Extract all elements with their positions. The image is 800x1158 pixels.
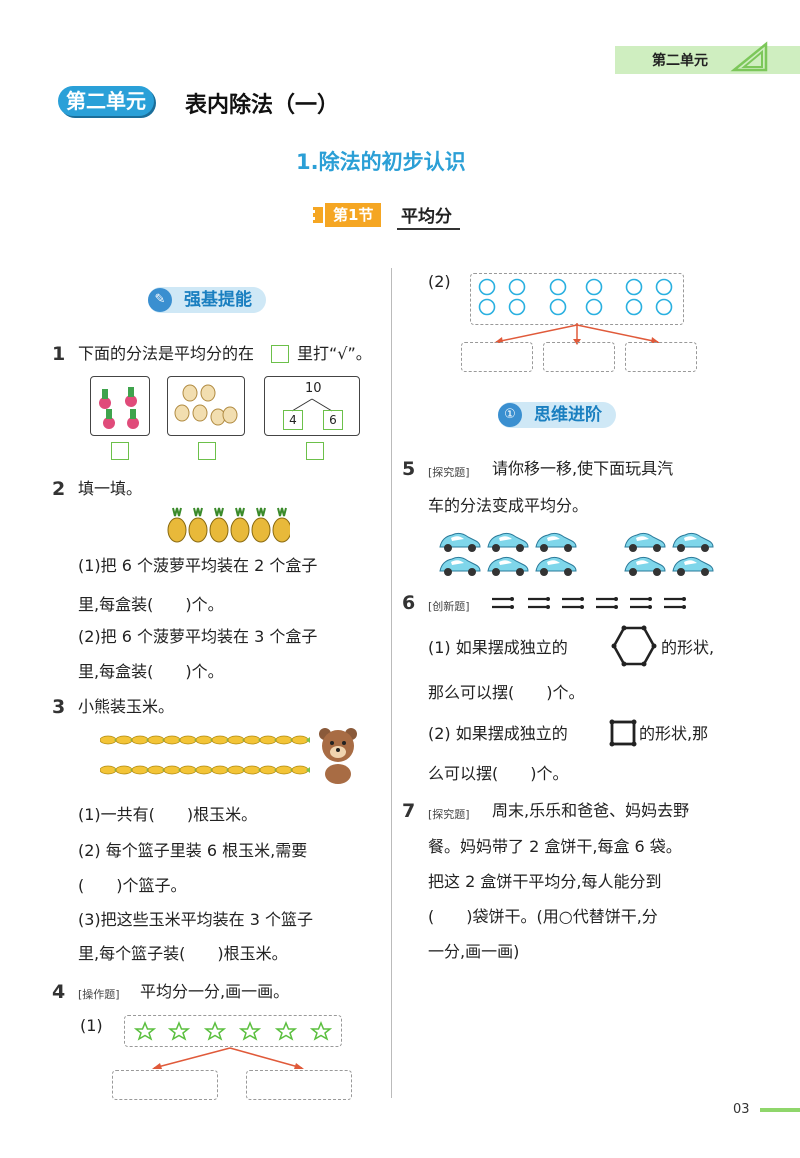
q1-inline-box — [271, 345, 289, 363]
q6-part2-c: 么可以摆( )个。 — [428, 764, 569, 783]
radish-icon — [99, 387, 139, 429]
triangle-ruler-icon — [730, 41, 768, 72]
page-number: 03 — [733, 1102, 750, 1117]
q7-line3: 把这 2 盒饼干平均分,每人能分到 — [428, 872, 662, 891]
q4-part2-label: (2) — [428, 272, 451, 291]
q1-text-2: 里打“√”。 — [297, 344, 372, 363]
q5-number: 5 — [402, 458, 416, 480]
q7-line1: 周末,乐乐和爸爸、妈妈去野 — [492, 801, 690, 820]
split-diagram-picture: 10 4 6 — [264, 376, 360, 436]
q3-text: 小熊装玉米。 — [78, 697, 175, 716]
q3-part3-line1: (3)把这些玉米平均装在 3 个篮子 — [78, 910, 314, 929]
star-icon — [133, 1021, 333, 1041]
square-icon — [609, 719, 637, 747]
split-lines-icon — [291, 398, 333, 412]
q2-part1-line1: (1)把 6 个菠萝平均装在 2 个盒子 — [78, 556, 318, 575]
q7-tag: [探究题] — [428, 808, 470, 821]
q6-part2-a: (2) 如果摆成独立的 — [428, 724, 568, 743]
q7-number: 7 — [402, 800, 416, 822]
q1-answer-box-1[interactable] — [111, 442, 129, 460]
hexagon-icon — [611, 625, 657, 667]
q7-line5: 一分,画一画) — [428, 942, 520, 961]
toy-car-icon — [439, 532, 714, 577]
pear-icon — [174, 384, 238, 426]
corn-icon — [100, 735, 311, 775]
q4-number: 4 — [52, 981, 66, 1003]
q4-1-answer-box-left[interactable] — [112, 1070, 218, 1100]
q6-part1-a: (1) 如果摆成独立的 — [428, 638, 568, 657]
q5-text-line2: 车的分法变成平均分。 — [428, 496, 589, 515]
q6-part1-c: 那么可以摆( )个。 — [428, 683, 585, 702]
lesson-title: 1.除法的初步认识 — [296, 150, 466, 174]
q1-answer-box-3[interactable] — [306, 442, 324, 460]
q1-answer-box-2[interactable] — [198, 442, 216, 460]
split-part-a: 4 — [283, 410, 303, 430]
q4-part1-label: (1) — [80, 1016, 103, 1035]
circle-icon — [478, 278, 673, 316]
q3-part2-line1: (2) 每个篮子里装 6 根玉米,需要 — [78, 841, 308, 860]
q4-2-answer-box-2[interactable] — [543, 342, 615, 372]
q2-part2-line2: 里,每盒装( )个。 — [78, 662, 224, 681]
radish-picture — [90, 376, 150, 436]
split-part-b: 6 — [323, 410, 343, 430]
column-divider — [391, 268, 392, 1098]
q3-number: 3 — [52, 696, 66, 718]
bear-icon — [319, 728, 357, 784]
q6-part1-b: 的形状, — [661, 638, 715, 657]
q4-1-answer-box-right[interactable] — [246, 1070, 352, 1100]
q4-2-answer-box-1[interactable] — [461, 342, 533, 372]
q6-part2-b: 的形状,那 — [639, 724, 709, 743]
q3-part2-line2: ( )个篮子。 — [78, 876, 187, 895]
q5-tag: [探究题] — [428, 466, 470, 479]
split-arrows-icon — [152, 1047, 304, 1069]
split-total: 10 — [305, 381, 322, 396]
q4-tag: [操作题] — [78, 988, 120, 1001]
q6-number: 6 — [402, 592, 416, 614]
q4-2-answer-box-3[interactable] — [625, 342, 697, 372]
q4-text: 平均分一分,画一画。 — [140, 982, 290, 1001]
q2-text: 填一填。 — [78, 479, 143, 498]
q6-tag: [创新题] — [428, 600, 470, 613]
pineapple-icon — [167, 507, 290, 543]
q1-number: 1 — [52, 343, 66, 365]
q2-part2-line1: (2)把 6 个菠萝平均装在 3 个盒子 — [78, 627, 318, 646]
section-tag: 第1节 — [325, 203, 382, 227]
stick-pairs-icon — [492, 597, 686, 609]
split-arrows-3-icon — [494, 323, 660, 345]
q2-part1-line2: 里,每盒装( )个。 — [78, 595, 224, 614]
q3-part3-line2: 里,每个篮子装( )根玉米。 — [78, 944, 288, 963]
pear-picture — [167, 376, 245, 436]
q5-text-line1: 请你移一移,使下面玩具汽 — [492, 459, 674, 478]
circle-group-box — [470, 273, 684, 325]
section-tag-notch-icon — [311, 207, 323, 223]
unit-badge: 第二单元 — [58, 86, 154, 116]
header-unit-tag: 第二单元 — [652, 53, 708, 69]
q2-number: 2 — [52, 478, 66, 500]
pencil-icon: ✎ — [148, 288, 172, 312]
star-group-box — [124, 1015, 342, 1047]
q7-line2: 餐。妈妈带了 2 盒饼干,每盒 6 袋。 — [428, 837, 682, 856]
unit-title: 表内除法（一） — [185, 93, 340, 118]
q1-text: 下面的分法是平均分的在 — [78, 344, 255, 363]
header-band — [615, 46, 800, 74]
footer-bar — [760, 1108, 800, 1112]
q3-part1: (1)一共有( )根玉米。 — [78, 805, 258, 824]
section-name: 平均分 — [397, 202, 460, 230]
medal-icon: ① — [498, 403, 522, 427]
q7-line4: ( )袋饼干。(用○代替饼干,分 — [428, 907, 658, 926]
